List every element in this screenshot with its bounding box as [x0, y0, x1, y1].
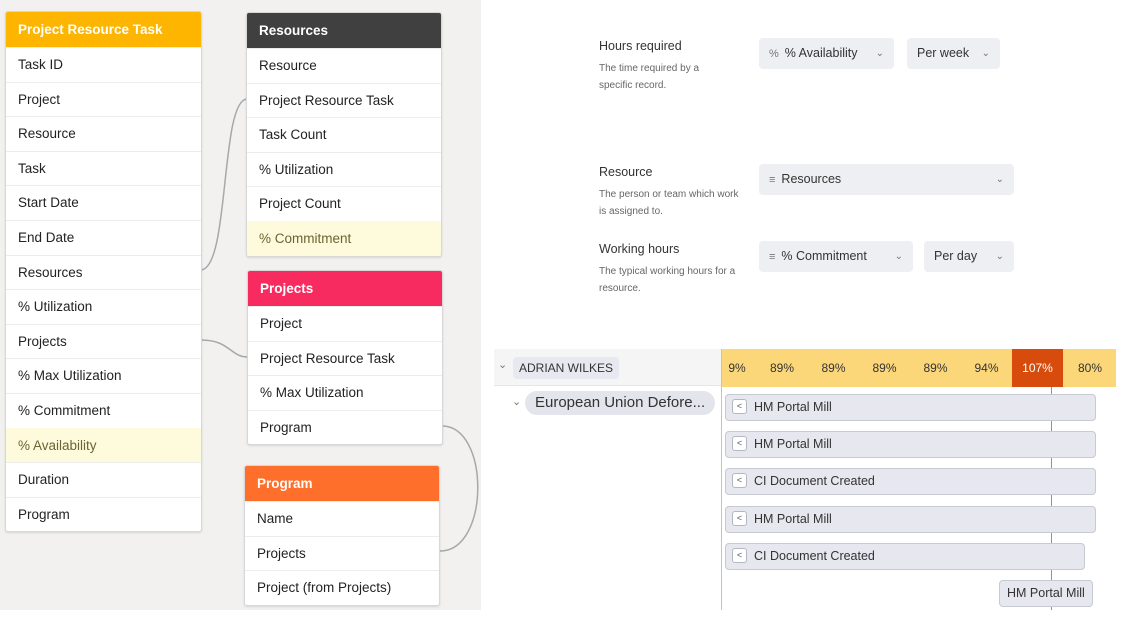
task-bar-label: HM Portal Mill — [754, 400, 832, 414]
table-field[interactable]: Program — [248, 409, 442, 445]
task-bar-label: HM Portal Mill — [754, 512, 832, 526]
chevron-left-icon[interactable]: < — [732, 511, 747, 527]
table-field[interactable]: Program — [6, 496, 201, 532]
chevron-left-icon[interactable]: < — [732, 436, 747, 452]
working-hours-field-dropdown[interactable]: ≡ % Commitment ⌄ — [759, 241, 913, 272]
table-field[interactable]: % Commitment — [247, 220, 441, 256]
dropdown-value: Per week — [917, 46, 970, 60]
table-title: Project Resource Task — [6, 12, 201, 47]
resource-field-dropdown[interactable]: ≡ Resources ⌄ — [759, 164, 1014, 195]
table-title: Resources — [247, 13, 441, 48]
working-hours-unit-dropdown[interactable]: Per day ⌄ — [924, 241, 1014, 272]
table-field[interactable]: % Commitment — [6, 392, 201, 428]
resource-name-chip[interactable]: ADRIAN WILKES — [513, 357, 620, 379]
working-hours-label: Working hours — [599, 242, 680, 256]
percent-icon: % — [769, 48, 779, 60]
resource-desc: The person or team which work is assigne… — [599, 189, 739, 217]
utilization-cell: 107% — [1012, 349, 1063, 387]
lookup-field-icon: ≡ — [769, 174, 776, 186]
gantt-timeline: ⌄ ADRIAN WILKES ⌄ European Union Defore.… — [494, 349, 1116, 610]
table-field[interactable]: Project Count — [247, 186, 441, 221]
table-field[interactable]: Project — [6, 81, 201, 117]
today-marker — [1051, 387, 1052, 610]
table-field[interactable]: Resource — [247, 48, 441, 83]
task-bar[interactable]: HM Portal Mill — [999, 580, 1093, 607]
chevron-down-icon[interactable]: ⌄ — [498, 359, 508, 371]
table-field[interactable]: Projects — [245, 535, 439, 571]
project-name-chip[interactable]: European Union Defore... — [525, 391, 716, 415]
chevron-down-icon: ⌄ — [995, 174, 1004, 185]
hours-required-label: Hours required — [599, 39, 682, 53]
table-field[interactable]: Resource — [6, 116, 201, 151]
table-field[interactable]: Project — [248, 306, 442, 341]
table-field[interactable]: % Availability — [6, 427, 201, 463]
task-bar-label: CI Document Created — [754, 474, 875, 488]
resource-group-row[interactable]: ⌄ ADRIAN WILKES — [494, 349, 721, 386]
chevron-left-icon[interactable]: < — [732, 399, 747, 415]
chevron-left-icon[interactable]: < — [732, 473, 747, 489]
table-field[interactable]: Projects — [6, 323, 201, 359]
chevron-down-icon: ⌄ — [981, 48, 990, 59]
table-field[interactable]: Project (from Projects) — [245, 570, 439, 605]
hours-unit-dropdown[interactable]: Per week ⌄ — [907, 38, 1000, 69]
settings-panel: Hours required The time required by a sp… — [481, 0, 1121, 345]
hours-required-desc: The time required by a specific record. — [599, 63, 700, 91]
task-bar[interactable]: < HM Portal Mill — [725, 506, 1096, 533]
task-bar[interactable]: < CI Document Created — [725, 468, 1096, 495]
rollup-field-icon: ≡ — [769, 251, 776, 263]
table-field[interactable]: % Max Utilization — [248, 375, 442, 410]
task-bar-label: HM Portal Mill — [754, 437, 832, 451]
task-bar[interactable]: < CI Document Created — [725, 543, 1085, 570]
dropdown-value: % Availability — [784, 46, 858, 60]
utilization-cell: 89% — [808, 349, 859, 387]
gantt-grid: 9%89%89%89%89%94%107%80% <HM Portal Mill… — [721, 349, 1116, 610]
chevron-down-icon: ⌄ — [875, 48, 884, 59]
utilization-cell: 89% — [756, 349, 808, 387]
table-field[interactable]: Duration — [6, 462, 201, 497]
utilization-cell: 94% — [961, 349, 1012, 387]
table-field[interactable]: Task ID — [6, 47, 201, 82]
chevron-down-icon[interactable]: ⌄ — [512, 396, 522, 408]
table-field[interactable]: Task — [6, 150, 201, 186]
chevron-down-icon: ⌄ — [894, 251, 903, 262]
table-field[interactable]: Task Count — [247, 117, 441, 152]
table-field[interactable]: % Max Utilization — [6, 358, 201, 393]
dropdown-value: % Commitment — [781, 249, 867, 263]
chevron-left-icon[interactable]: < — [732, 548, 747, 564]
table-field[interactable]: Start Date — [6, 185, 201, 220]
table-field[interactable]: Project Resource Task — [248, 340, 442, 376]
table-field[interactable]: % Utilization — [247, 151, 441, 187]
dropdown-value: Resources — [781, 172, 842, 186]
resource-label: Resource — [599, 165, 653, 179]
hours-field-dropdown[interactable]: % % Availability ⌄ — [759, 38, 894, 69]
chevron-down-icon: ⌄ — [995, 251, 1004, 262]
task-bar[interactable]: < HM Portal Mill — [725, 394, 1096, 421]
utilization-cell: 89% — [859, 349, 910, 387]
table-field[interactable]: Resources — [6, 254, 201, 290]
table-title: Projects — [248, 271, 442, 306]
dropdown-value: Per day — [934, 249, 978, 263]
task-bar-label: CI Document Created — [754, 549, 875, 563]
table-field[interactable]: Name — [245, 501, 439, 536]
table-field[interactable]: Project Resource Task — [247, 82, 441, 118]
task-bar[interactable]: < HM Portal Mill — [725, 431, 1096, 458]
gantt-left-panel: ⌄ ADRIAN WILKES ⌄ European Union Defore.… — [494, 349, 721, 610]
table-field[interactable]: End Date — [6, 219, 201, 255]
working-hours-desc: The typical working hours for a resource… — [599, 266, 736, 294]
utilization-cell: 80% — [1063, 349, 1116, 387]
utilization-cell: 89% — [910, 349, 961, 387]
table-field[interactable]: % Utilization — [6, 289, 201, 324]
utilization-cell: 9% — [722, 349, 756, 387]
task-bar-label: HM Portal Mill — [1007, 586, 1085, 600]
table-title: Program — [245, 466, 439, 501]
